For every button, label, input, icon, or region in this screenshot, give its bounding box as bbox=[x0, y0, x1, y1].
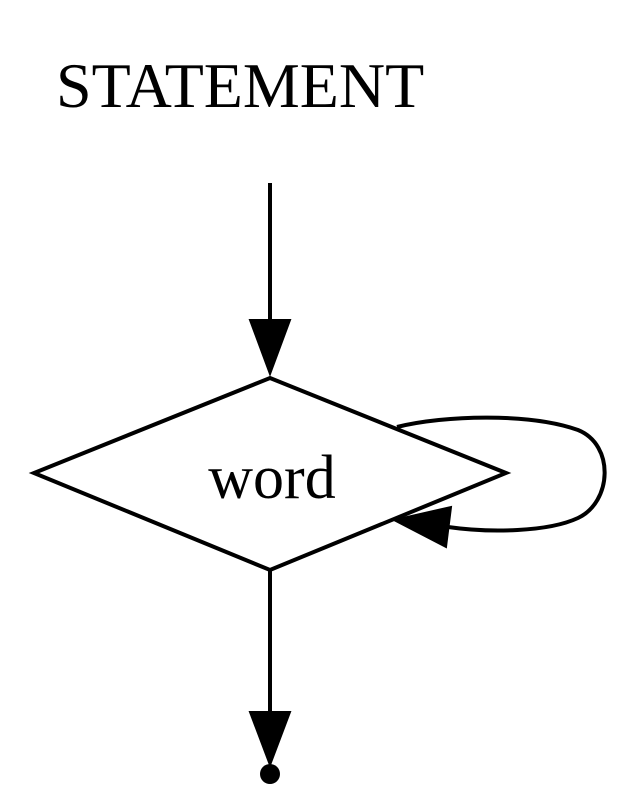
exit-edge bbox=[248, 570, 292, 768]
self-loop-edge bbox=[391, 415, 607, 549]
word-node: word bbox=[28, 375, 512, 573]
end-dot bbox=[260, 764, 280, 784]
word-node-label: word bbox=[208, 444, 335, 512]
self-loop-path bbox=[396, 415, 607, 533]
diagram-title: STATEMENT bbox=[56, 50, 424, 121]
entry-edge bbox=[248, 183, 292, 377]
exit-arrowhead bbox=[248, 711, 292, 768]
self-loop-arrowhead bbox=[391, 505, 453, 549]
entry-arrowhead bbox=[248, 319, 292, 377]
